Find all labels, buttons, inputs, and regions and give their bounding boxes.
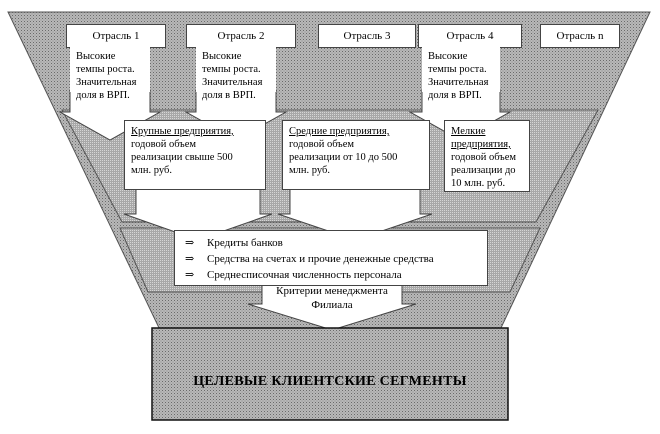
industry-n-label: Отрасль n bbox=[556, 30, 604, 42]
note-2-line-2: темпы роста. bbox=[202, 64, 261, 75]
enterprise-large: Крупные предприятия, годовой объем реали… bbox=[124, 120, 266, 190]
industry-note-1: Высокие темпы роста. Значительная доля в… bbox=[70, 46, 150, 101]
enterprise-medium-line-2: реализации от 10 до 500 bbox=[289, 152, 398, 163]
industry-note-2: Высокие темпы роста. Значительная доля в… bbox=[196, 46, 276, 101]
right-double-arrow-icon: ⇒ bbox=[185, 253, 195, 265]
note-2-line-1: Высокие bbox=[202, 51, 242, 62]
enterprise-medium-title: Средние предприятия, bbox=[289, 126, 390, 137]
enterprise-small-line-1: годовой объем bbox=[451, 152, 517, 163]
criteria-item-1: ⇒ Кредиты банков bbox=[185, 235, 487, 251]
industry-2: Отрасль 2 bbox=[186, 24, 296, 48]
note-3-line-4: доля в ВРП. bbox=[428, 90, 482, 101]
final-box-bg bbox=[151, 327, 509, 421]
target-segments-label: ЦЕЛЕВЫЕ КЛИЕНТСКИЕ СЕГМЕНТЫ bbox=[193, 374, 467, 389]
note-3-line-2: темпы роста. bbox=[428, 64, 487, 75]
enterprise-medium-line-1: годовой объем bbox=[289, 139, 355, 150]
industry-4-label: Отрасль 4 bbox=[446, 30, 494, 42]
criteria-item-2-label: Средства на счетах и прочие денежные сре… bbox=[207, 253, 434, 265]
criteria-item-3: ⇒ Среднесписочная численность персонала bbox=[185, 267, 487, 283]
enterprise-large-title: Крупные предприятия, bbox=[131, 126, 234, 137]
industry-3: Отрасль 3 bbox=[318, 24, 416, 48]
note-2-line-3: Значительная bbox=[202, 77, 263, 88]
industry-n: Отрасль n bbox=[540, 24, 620, 48]
note-1-line-3: Значительная bbox=[76, 77, 137, 88]
enterprise-large-line-2: реализации свыше 500 bbox=[131, 152, 233, 163]
enterprise-medium-line-3: млн. руб. bbox=[289, 165, 330, 176]
arrow-ent-2 bbox=[277, 187, 433, 241]
right-double-arrow-icon: ⇒ bbox=[185, 269, 195, 281]
management-criteria: Критерии менеджмента Филиала bbox=[262, 284, 402, 312]
enterprise-small: Мелкие предприятия, годовой объем реализ… bbox=[444, 120, 530, 192]
enterprise-large-line-3: млн. руб. bbox=[131, 165, 172, 176]
enterprise-small-title-2: предприятия, bbox=[451, 139, 511, 150]
note-1-line-1: Высокие bbox=[76, 51, 116, 62]
note-3-line-1: Высокие bbox=[428, 51, 468, 62]
note-1-line-2: темпы роста. bbox=[76, 64, 135, 75]
enterprise-small-line-2: реализации до bbox=[451, 165, 516, 176]
arrow-ent-1 bbox=[123, 187, 273, 241]
industry-4: Отрасль 4 bbox=[418, 24, 522, 48]
management-line-2: Филиала bbox=[311, 299, 353, 311]
criteria-item-3-label: Среднесписочная численность персонала bbox=[207, 269, 402, 281]
industry-note-3: Высокие темпы роста. Значительная доля в… bbox=[422, 46, 500, 101]
enterprise-small-title: Мелкие bbox=[451, 126, 486, 137]
right-double-arrow-icon: ⇒ bbox=[185, 237, 195, 249]
criteria-item-1-label: Кредиты банков bbox=[207, 237, 283, 249]
note-3-line-3: Значительная bbox=[428, 77, 489, 88]
enterprise-medium: Средние предприятия, годовой объем реали… bbox=[282, 120, 430, 190]
industry-3-label: Отрасль 3 bbox=[343, 30, 391, 42]
industry-1-label: Отрасль 1 bbox=[92, 30, 140, 42]
enterprise-large-line-1: годовой объем bbox=[131, 139, 197, 150]
criteria-item-2: ⇒ Средства на счетах и прочие денежные ср… bbox=[185, 251, 487, 267]
industry-2-label: Отрасль 2 bbox=[217, 30, 265, 42]
criteria-box: ⇒ Кредиты банков ⇒ Средства на счетах и пр… bbox=[174, 230, 488, 286]
note-1-line-4: доля в ВРП. bbox=[76, 90, 130, 101]
management-line-1: Критерии менеджмента bbox=[276, 285, 388, 297]
industry-1: Отрасль 1 bbox=[66, 24, 166, 48]
enterprise-small-line-3: 10 млн. руб. bbox=[451, 178, 506, 189]
note-2-line-4: доля в ВРП. bbox=[202, 90, 256, 101]
